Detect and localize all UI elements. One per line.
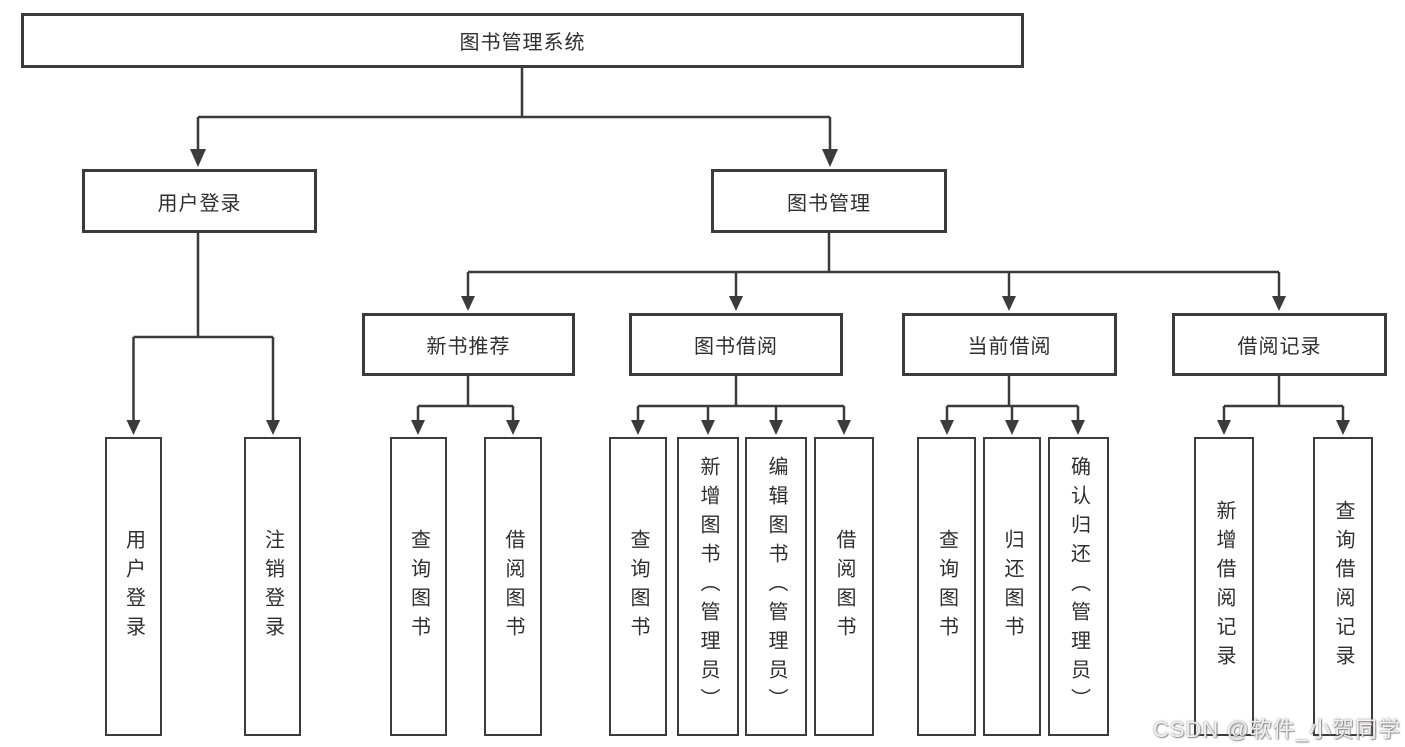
node-book-management: 图书管理	[711, 169, 947, 233]
connector-recommend-to-leaves	[416, 376, 515, 421]
node-current-borrowing-label: 当前借阅	[967, 336, 1052, 358]
csdn-watermark: CSDN @软件_小贺同学	[1152, 717, 1401, 742]
leaf-query-books-current: 查询图书	[917, 437, 976, 736]
connector-bookmgmt-to-level3	[466, 233, 1281, 297]
node-user-login-label: 用户登录	[157, 192, 242, 215]
node-borrowing-records-label: 借阅记录	[1237, 336, 1322, 358]
leaf-logout-label: 注销登录	[261, 528, 284, 645]
leaf-add-books-admin-label: 新增图书（管理员）	[697, 456, 719, 717]
connector-records-to-leaves	[1222, 376, 1345, 421]
leaf-query-borrow-record-label: 查询借阅记录	[1332, 499, 1354, 674]
node-new-book-recommend: 新书推荐	[362, 313, 575, 376]
node-user-login: 用户登录	[82, 169, 317, 233]
leaf-query-books-borrowing-label: 查询图书	[627, 528, 649, 645]
leaf-borrow-books-recommend: 借阅图书	[484, 437, 542, 736]
connector-root-to-level2	[196, 68, 832, 152]
leaf-query-books-borrowing: 查询图书	[609, 437, 667, 736]
leaf-query-borrow-record: 查询借阅记录	[1313, 437, 1373, 736]
leaf-return-books-label: 归还图书	[1001, 528, 1023, 645]
arrowheads	[126, 149, 1350, 435]
leaf-add-borrow-record-label: 新增借阅记录	[1213, 499, 1235, 674]
node-root-label: 图书管理系统	[459, 32, 586, 54]
connector-borrowing-to-leaves	[636, 376, 846, 421]
node-book-borrowing: 图书借阅	[629, 313, 843, 376]
leaf-confirm-return-admin-label: 确认归还（管理员）	[1067, 456, 1090, 717]
leaf-add-books-admin: 新增图书（管理员）	[677, 437, 739, 736]
leaf-query-books-recommend-label: 查询图书	[407, 528, 430, 645]
leaf-query-books-current-label: 查询图书	[935, 528, 958, 645]
leaf-return-books: 归还图书	[983, 437, 1041, 736]
node-root: 图书管理系统	[21, 13, 1024, 68]
leaf-user-login: 用户登录	[105, 437, 162, 736]
leaf-edit-books-admin-label: 编辑图书（管理员）	[765, 456, 787, 717]
node-book-management-label: 图书管理	[787, 192, 871, 215]
leaf-confirm-return-admin: 确认归还（管理员）	[1048, 437, 1109, 736]
leaf-add-borrow-record: 新增借阅记录	[1194, 437, 1254, 736]
leaf-logout: 注销登录	[244, 437, 301, 736]
node-new-book-recommend-label: 新书推荐	[426, 336, 511, 358]
node-current-borrowing: 当前借阅	[902, 313, 1117, 376]
node-borrowing-records: 借阅记录	[1172, 313, 1387, 376]
leaf-borrow-books-recommend-label: 借阅图书	[502, 528, 524, 645]
leaf-edit-books-admin: 编辑图书（管理员）	[745, 437, 807, 736]
leaf-borrow-books-borrowing-label: 借阅图书	[833, 528, 855, 645]
leaf-borrow-books-borrowing: 借阅图书	[814, 437, 874, 736]
connector-userlogin-to-leaves	[132, 233, 275, 421]
leaf-query-books-recommend: 查询图书	[390, 437, 447, 736]
leaf-user-login-label: 用户登录	[122, 528, 145, 645]
connector-current-to-leaves	[945, 376, 1080, 421]
node-book-borrowing-label: 图书借阅	[694, 336, 778, 358]
